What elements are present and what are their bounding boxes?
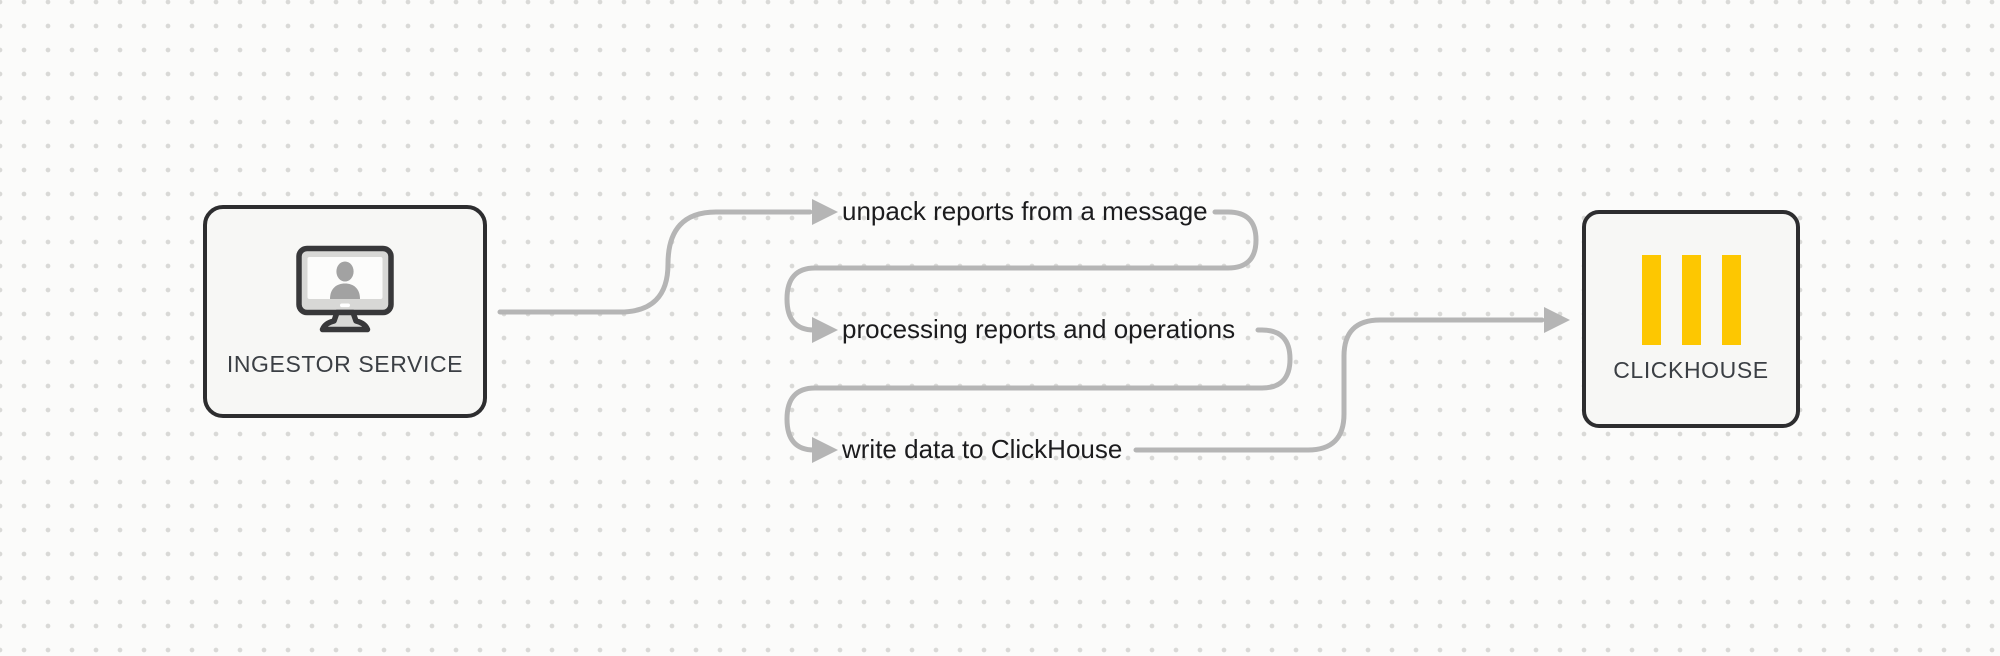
step-label-processing-reports: processing reports and operations xyxy=(842,314,1236,345)
arrowhead-icon xyxy=(812,317,838,343)
connector-ingestor-to-step1 xyxy=(497,209,813,315)
node-clickhouse: CLICKHOUSE xyxy=(1582,210,1800,428)
clickhouse-bar xyxy=(1641,254,1661,345)
user-monitor-icon xyxy=(296,246,394,333)
step-label-unpack-reports: unpack reports from a message xyxy=(842,196,1208,227)
node-label-clickhouse: CLICKHOUSE xyxy=(1613,356,1769,383)
connector-step3-to-clickhouse xyxy=(1133,317,1545,453)
step-label-write-data: write data to ClickHouse xyxy=(842,434,1123,465)
node-label-ingestor-service: INGESTOR SERVICE xyxy=(226,351,464,378)
arrowhead-icon xyxy=(812,437,838,463)
connector-step1-to-step2 xyxy=(784,209,1259,333)
arrowhead-icon xyxy=(812,199,838,225)
clickhouse-bar xyxy=(1721,254,1741,345)
arrowhead-icon xyxy=(1544,307,1570,333)
connector-step2-to-step3 xyxy=(784,327,1293,453)
clickhouse-bar xyxy=(1681,254,1701,345)
clickhouse-bars-icon xyxy=(1641,254,1741,345)
node-ingestor-service: INGESTOR SERVICE xyxy=(203,205,487,418)
